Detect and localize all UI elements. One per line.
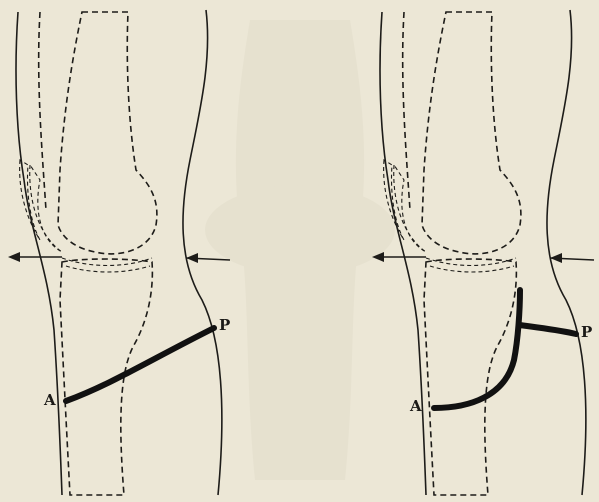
arrow-right-posterior [550,253,594,263]
incision-line-left [66,328,214,401]
femur-shaft-right [422,12,521,254]
incision-line-right [434,290,576,408]
femoral-condyle-right [394,165,426,252]
femur-shaft-left [58,12,157,254]
label-anterior-right: A [409,397,422,415]
label-posterior-left: P [219,316,230,334]
tibia-left [60,259,152,495]
skin-outline-right-back [547,10,586,495]
left-knee-figure: A P [8,10,230,495]
skin-outline-left-back [183,10,222,495]
arrow-left-anterior [8,252,62,262]
label-posterior-right: P [581,323,592,341]
label-anterior-left: A [43,391,56,409]
femoral-condyle-left [30,165,62,252]
right-knee-figure: A P [372,10,594,495]
tibia-right [424,259,516,495]
background-watermark [205,20,395,480]
